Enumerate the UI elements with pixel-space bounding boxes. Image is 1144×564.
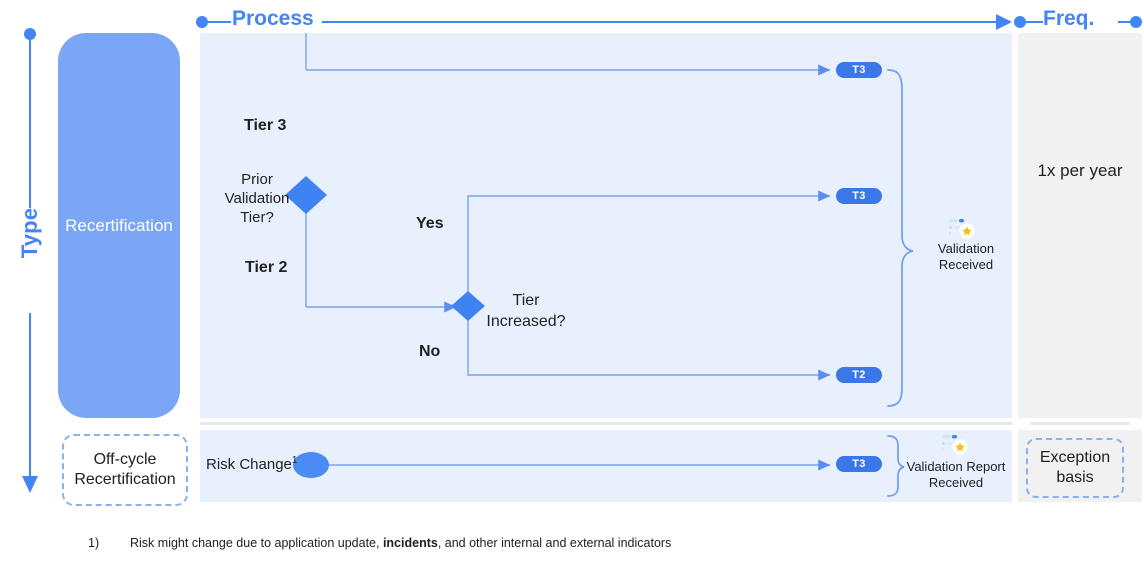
process-axis: Process: [196, 7, 1012, 33]
process-panel-main: [200, 33, 1012, 418]
badge-tier2-no: T2: [836, 367, 882, 383]
label-risk-change-footnote-marker: 1: [291, 455, 298, 466]
award-badge-icon: [948, 219, 976, 244]
label-risk-change: Risk Change1: [206, 455, 297, 473]
label-branch-tier-3: Tier 3: [244, 117, 287, 134]
footnote-text: Risk might change due to application upd…: [130, 536, 671, 550]
recertification-block-label: Recertification: [65, 215, 173, 235]
type-axis-start-dot: [24, 28, 36, 40]
type-axis-label: Type: [17, 207, 42, 259]
frequency-axis: Freq.: [1014, 7, 1142, 33]
type-axis-line-upper: [29, 38, 31, 208]
frequency-axis-right-dot: [1130, 16, 1142, 28]
recertification-block: Recertification: [58, 33, 180, 418]
frequency-axis-line-left: [1025, 21, 1043, 23]
label-branch-no: No: [419, 343, 441, 360]
off-cycle-recertification-label: Off-cycle Recertification: [74, 451, 176, 488]
label-branch-yes: Yes: [416, 215, 444, 232]
type-axis-arrowhead-icon: [22, 476, 38, 493]
off-cycle-recertification-block: Off-cycle Recertification: [62, 434, 188, 506]
frequency-panel-main: [1018, 33, 1142, 418]
process-axis-line-right: [322, 21, 998, 23]
type-axis: Type: [12, 28, 48, 498]
process-axis-start-dot: [196, 16, 208, 28]
frequency-main-value: 1x per year: [1037, 161, 1123, 180]
process-axis-line-left: [207, 21, 231, 23]
label-prior-validation-tier: Prior Validation Tier?: [224, 171, 290, 227]
footnote-number: 1): [88, 536, 100, 550]
label-branch-tier-2: Tier 2: [245, 259, 288, 276]
process-axis-label: Process: [232, 7, 314, 30]
panel-separator: [200, 422, 1012, 425]
frequency-axis-label: Freq.: [1043, 7, 1095, 30]
outcome-validation-received: Validation Received: [937, 241, 995, 273]
badge-tier3-yes: T3: [836, 188, 882, 204]
frequency-axis-line-right: [1118, 21, 1132, 23]
footnote-text-bold: incidents: [382, 536, 438, 550]
process-axis-arrowhead-icon: [996, 14, 1012, 30]
badge-tier3-off-cycle: T3: [836, 456, 882, 472]
footnote-text-after: , and other internal and external indica…: [437, 536, 672, 550]
type-axis-line-lower: [29, 313, 31, 481]
label-tier-increased: Tier Increased?: [486, 292, 566, 330]
frequency-panel-separator: [1030, 422, 1130, 425]
award-report-icon: [941, 435, 969, 460]
badge-tier3-upper: T3: [836, 62, 882, 78]
outcome-validation-report-received: Validation Report Received: [906, 459, 1006, 491]
exception-basis-block: Exception basis: [1026, 438, 1124, 498]
frequency-axis-left-dot: [1014, 16, 1026, 28]
exception-basis-label: Exception basis: [1039, 449, 1111, 486]
label-risk-change-text: Risk Change: [206, 456, 292, 473]
footnote-text-before: Risk might change due to application upd…: [130, 536, 383, 550]
